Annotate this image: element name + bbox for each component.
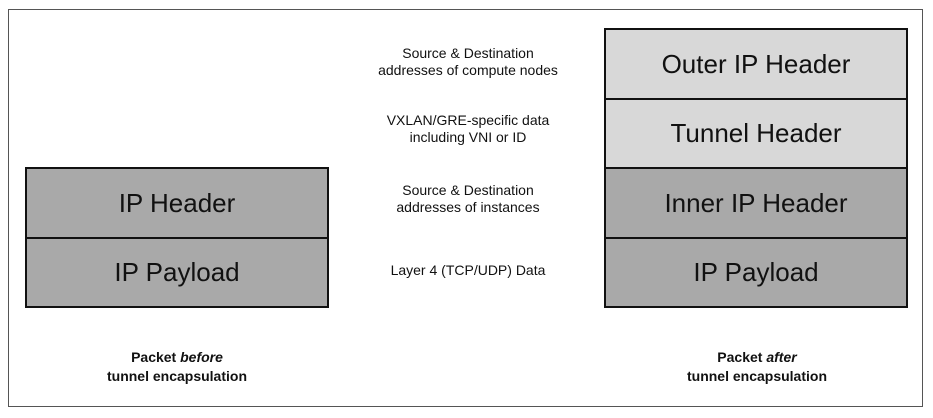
- caption-before-prefix: Packet: [131, 349, 181, 365]
- after-ip-payload-label: IP Payload: [693, 257, 819, 287]
- description-line: addresses of instances: [396, 199, 540, 215]
- description-outer-ip: Source & Destination addresses of comput…: [338, 45, 598, 79]
- description-payload: Layer 4 (TCP/UDP) Data: [338, 262, 598, 279]
- caption-after: Packet after tunnel encapsulation: [627, 348, 887, 386]
- before-ip-payload-label: IP Payload: [114, 257, 240, 287]
- inner-ip-header-block: Inner IP Header: [604, 167, 908, 239]
- description-line: addresses of compute nodes: [378, 62, 558, 78]
- caption-after-emphasis: after: [766, 349, 797, 365]
- diagram-frame: [8, 9, 923, 407]
- description-line: including VNI or ID: [409, 129, 527, 145]
- description-inner-ip: Source & Destination addresses of instan…: [338, 182, 598, 216]
- description-line: VXLAN/GRE-specific data: [386, 112, 550, 128]
- after-ip-payload-block: IP Payload: [604, 237, 908, 308]
- before-ip-header-block: IP Header: [25, 167, 329, 239]
- before-ip-payload-block: IP Payload: [25, 237, 329, 308]
- before-ip-header-label: IP Header: [118, 187, 236, 218]
- caption-before: Packet before tunnel encapsulation: [47, 348, 307, 386]
- outer-ip-header-block: Outer IP Header: [604, 28, 908, 100]
- description-tunnel: VXLAN/GRE-specific data including VNI or…: [338, 112, 598, 146]
- caption-before-line2: tunnel encapsulation: [106, 368, 247, 384]
- description-line: Source & Destination: [402, 45, 534, 61]
- tunnel-header-label: Tunnel Header: [670, 118, 842, 148]
- caption-after-prefix: Packet: [717, 349, 767, 365]
- caption-after-line2: tunnel encapsulation: [686, 368, 827, 384]
- tunnel-header-block: Tunnel Header: [604, 98, 908, 169]
- caption-before-emphasis: before: [180, 349, 223, 365]
- outer-ip-header-label: Outer IP Header: [661, 48, 851, 79]
- description-line: Source & Destination: [402, 182, 534, 198]
- description-line: Layer 4 (TCP/UDP) Data: [390, 262, 546, 278]
- inner-ip-header-label: Inner IP Header: [664, 187, 848, 218]
